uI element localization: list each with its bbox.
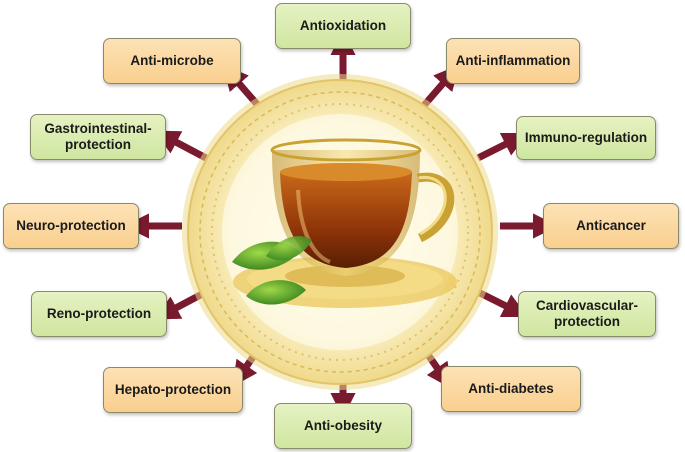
box-anticancer-label: Anticancer bbox=[576, 218, 646, 233]
box-anticancer: Anticancer bbox=[543, 203, 679, 249]
box-anti-obesity-label: Anti-obesity bbox=[303, 418, 382, 433]
box-anti-diabetes: Anti-diabetes bbox=[441, 366, 581, 412]
box-antioxidation: Antioxidation bbox=[275, 3, 411, 49]
box-hepato-protection-label: Hepato-protection bbox=[114, 382, 232, 397]
arrow-immuno-regulation bbox=[476, 132, 529, 162]
box-anti-obesity: Anti-obesity bbox=[274, 403, 412, 449]
box-antioxidation-label: Antioxidation bbox=[299, 18, 387, 33]
box-hepato-protection: Hepato-protection bbox=[103, 367, 243, 413]
box-anti-diabetes-label: Anti-diabetes bbox=[468, 381, 554, 396]
arrow-gastrointestinal-protection bbox=[154, 130, 208, 162]
box-anti-microbe-label: Anti-microbe bbox=[130, 53, 214, 68]
box-anti-microbe: Anti-microbe bbox=[103, 38, 241, 84]
box-gastrointestinal-protection-label: Gastrointestinal- protection bbox=[44, 121, 152, 152]
box-gastrointestinal-protection: Gastrointestinal- protection bbox=[30, 114, 166, 160]
box-anti-inflammation-label: Anti-inflammation bbox=[455, 53, 571, 68]
box-immuno-regulation-label: Immuno-regulation bbox=[524, 130, 648, 145]
box-cardiovascular-protection: Cardiovascular- protection bbox=[518, 291, 656, 337]
box-neuro-protection-label: Neuro-protection bbox=[16, 218, 126, 233]
box-reno-protection-label: Reno-protection bbox=[46, 306, 152, 321]
box-anti-inflammation: Anti-inflammation bbox=[446, 38, 580, 84]
box-neuro-protection: Neuro-protection bbox=[3, 203, 139, 249]
box-reno-protection: Reno-protection bbox=[31, 291, 167, 337]
tea-cup-image bbox=[232, 138, 457, 308]
box-cardiovascular-protection-label: Cardiovascular- protection bbox=[535, 298, 639, 329]
box-immuno-regulation: Immuno-regulation bbox=[516, 116, 656, 160]
